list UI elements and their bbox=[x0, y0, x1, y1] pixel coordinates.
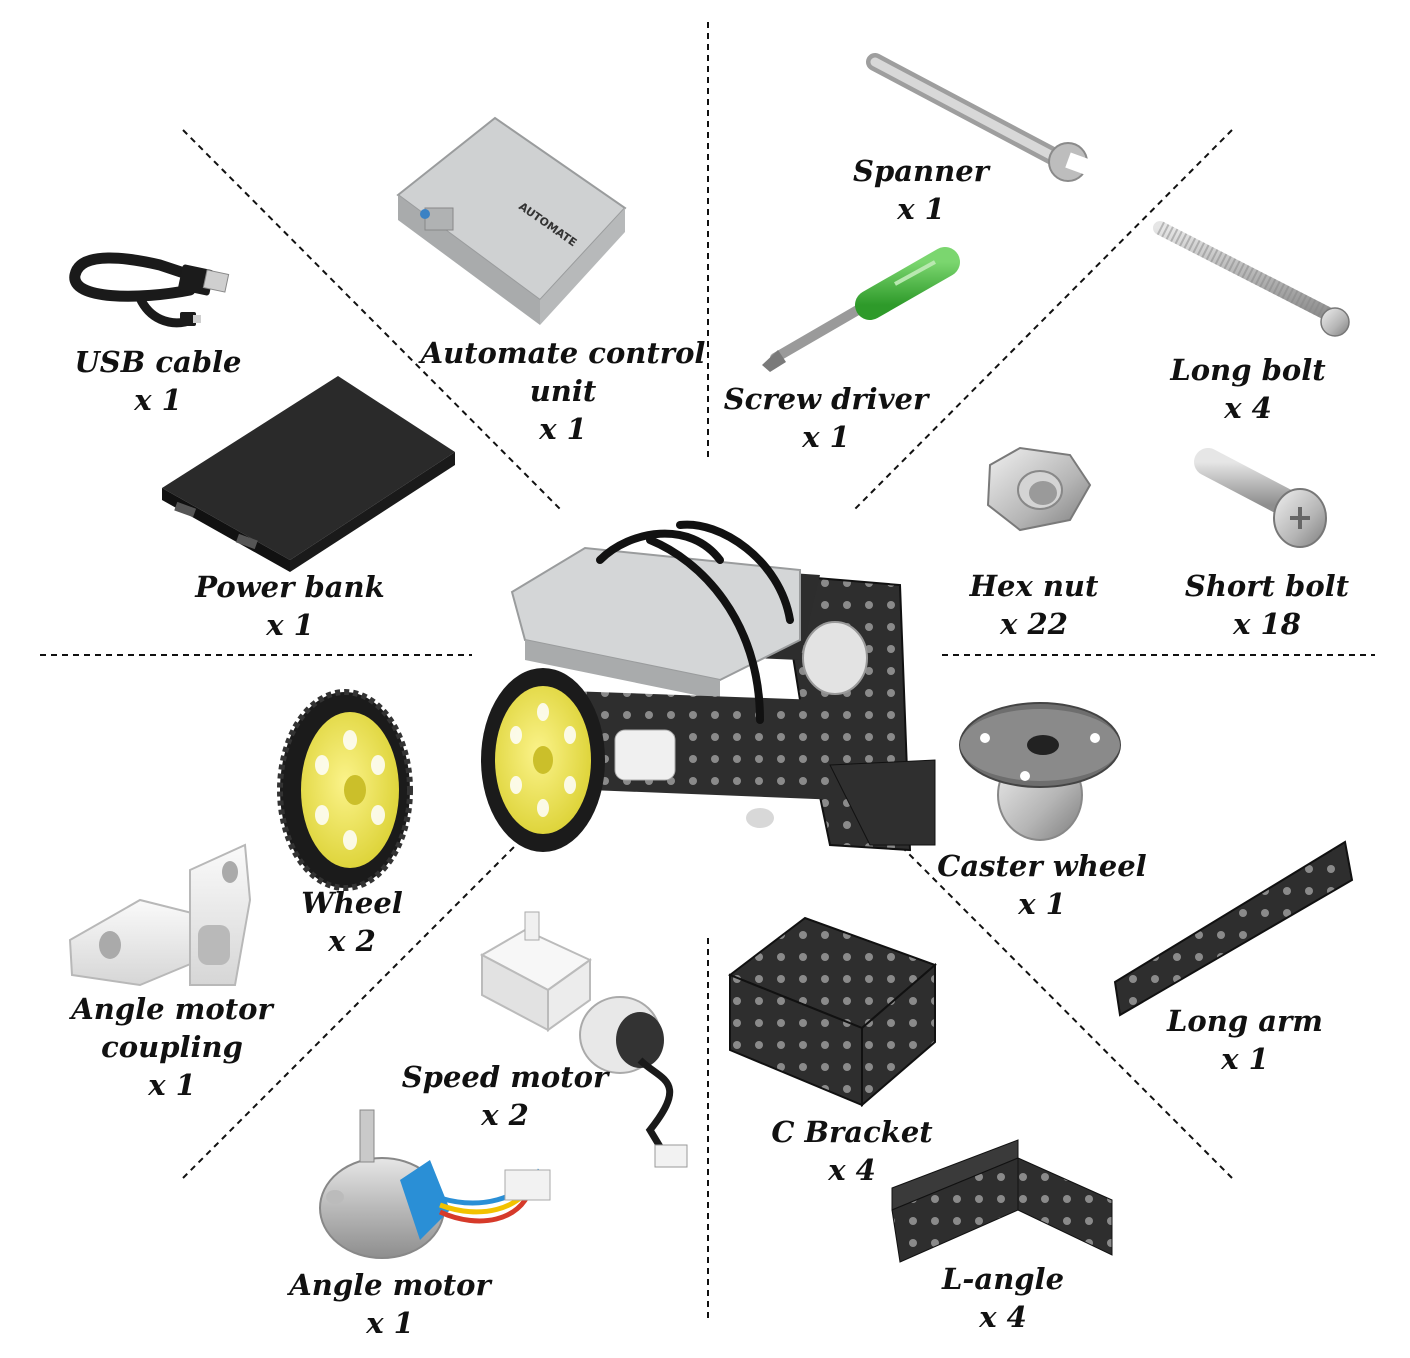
long-bolt-name: Long bolt bbox=[1170, 353, 1326, 387]
usb-cable-label: USB cable x 1 bbox=[74, 343, 241, 419]
angle-motor-coupling-name-line1: Angle motor bbox=[71, 992, 273, 1026]
caster-wheel-qty: x 1 bbox=[1018, 887, 1066, 921]
hex-nut-qty: x 22 bbox=[1000, 607, 1068, 641]
control-unit-illustration: AUTOMATE bbox=[396, 116, 627, 325]
long-arm-qty: x 1 bbox=[1221, 1042, 1269, 1076]
l-angle-label: L-angle x 4 bbox=[942, 1260, 1064, 1336]
c-bracket-name: C Bracket bbox=[771, 1115, 933, 1149]
speed-motor-qty: x 2 bbox=[481, 1098, 529, 1132]
caster-wheel-label: Caster wheel x 1 bbox=[937, 847, 1146, 923]
spanner-illustration bbox=[866, 53, 1094, 182]
angle-motor-coupling-illustration bbox=[68, 843, 252, 987]
usb-cable-name: USB cable bbox=[74, 345, 242, 379]
power-bank-qty: x 1 bbox=[266, 608, 314, 642]
c-bracket-qty: x 4 bbox=[828, 1153, 876, 1187]
long-arm-label: Long arm x 1 bbox=[1167, 1002, 1323, 1078]
wheel-qty: x 2 bbox=[328, 924, 376, 958]
l-angle-illustration bbox=[891, 1139, 1113, 1263]
angle-motor-coupling-label: Angle motor coupling x 1 bbox=[71, 990, 272, 1104]
screw-driver-label: Screw driver x 1 bbox=[724, 380, 929, 456]
divider-lines bbox=[40, 22, 1375, 1320]
caster-wheel-name: Caster wheel bbox=[937, 849, 1147, 883]
angle-motor-coupling-qty: x 1 bbox=[148, 1068, 196, 1102]
power-bank-label: Power bank x 1 bbox=[195, 568, 384, 644]
long-bolt-qty: x 4 bbox=[1224, 391, 1272, 425]
caster-wheel-illustration bbox=[959, 702, 1121, 841]
divider-bottom-left bbox=[182, 842, 519, 1179]
angle-motor-label: Angle motor x 1 bbox=[289, 1266, 490, 1342]
c-bracket-illustration bbox=[727, 916, 937, 1108]
short-bolt-qty: x 18 bbox=[1233, 607, 1301, 641]
long-arm-name: Long arm bbox=[1167, 1004, 1323, 1038]
hex-nut-name: Hex nut bbox=[969, 569, 1099, 603]
short-bolt-label: Short bolt x 18 bbox=[1185, 567, 1349, 643]
speed-motor-illustration bbox=[479, 911, 688, 1168]
hex-nut-label: Hex nut x 22 bbox=[970, 567, 1099, 643]
wheel-label: Wheel x 2 bbox=[301, 884, 403, 960]
spanner-name: Spanner bbox=[853, 154, 989, 188]
angle-motor-coupling-name-line2: coupling bbox=[101, 1030, 243, 1064]
long-bolt-illustration bbox=[1153, 221, 1350, 337]
screw-driver-qty: x 1 bbox=[802, 420, 850, 454]
long-arm-illustration bbox=[1113, 840, 1354, 1017]
automate-control-unit-name-line1: Automate control bbox=[420, 336, 706, 370]
c-bracket-label: C Bracket x 4 bbox=[771, 1113, 932, 1189]
wheel-illustration bbox=[277, 689, 413, 891]
screw-driver-illustration bbox=[762, 247, 960, 372]
usb-cable-qty: x 1 bbox=[134, 383, 182, 417]
short-bolt-name: Short bolt bbox=[1184, 569, 1350, 603]
divider-top-left bbox=[182, 129, 564, 513]
divider-bottom-right bbox=[897, 842, 1233, 1179]
l-angle-qty: x 4 bbox=[979, 1300, 1027, 1334]
automate-control-unit-qty: x 1 bbox=[539, 412, 587, 446]
automate-control-unit-label: Automate control unit x 1 bbox=[421, 334, 706, 448]
angle-motor-name: Angle motor bbox=[289, 1268, 491, 1302]
divider-top-right bbox=[851, 129, 1233, 513]
speed-motor-label: Speed motor x 2 bbox=[402, 1058, 609, 1134]
assembled-robot-illustration bbox=[481, 520, 936, 852]
spanner-qty: x 1 bbox=[897, 192, 945, 226]
speed-motor-name: Speed motor bbox=[401, 1060, 609, 1094]
hex-nut-illustration bbox=[986, 446, 1092, 532]
power-bank-illustration bbox=[162, 376, 455, 572]
angle-motor-qty: x 1 bbox=[366, 1306, 414, 1340]
screw-driver-name: Screw driver bbox=[723, 382, 929, 416]
usb-cable-illustration bbox=[69, 252, 230, 328]
power-bank-name: Power bank bbox=[195, 570, 385, 604]
automate-control-unit-name-line2: unit bbox=[529, 374, 597, 408]
l-angle-name: L-angle bbox=[941, 1262, 1065, 1296]
wheel-name: Wheel bbox=[301, 886, 403, 920]
spanner-label: Spanner x 1 bbox=[853, 152, 989, 228]
short-bolt-illustration bbox=[1194, 448, 1327, 548]
long-bolt-label: Long bolt x 4 bbox=[1170, 351, 1325, 427]
angle-motor-illustration bbox=[319, 1109, 551, 1259]
